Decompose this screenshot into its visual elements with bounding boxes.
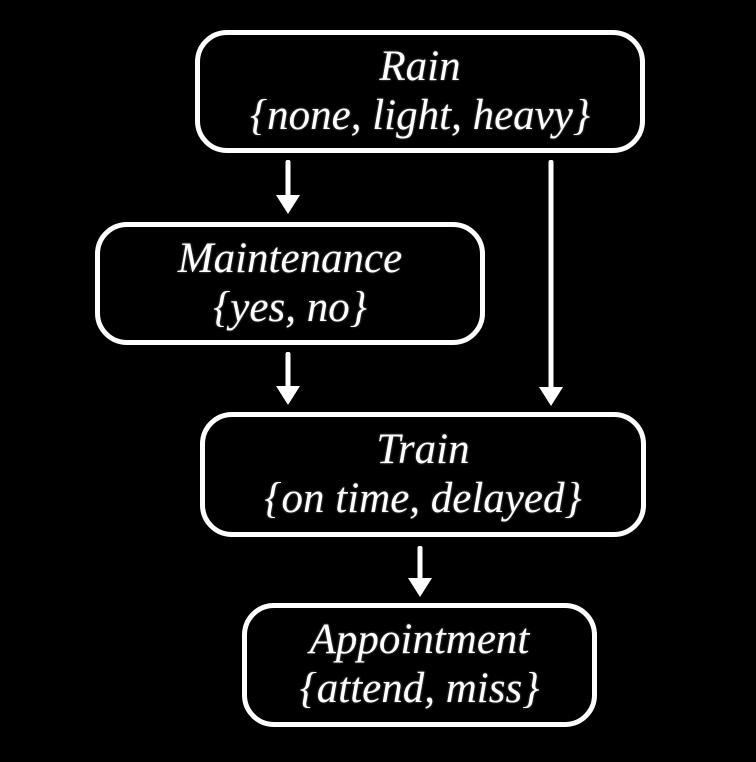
- edge-train-to-appointment-arrow: [408, 546, 432, 597]
- node-appointment: Appointment {attend, miss}: [242, 603, 597, 727]
- node-appointment-label: Appointment: [309, 616, 530, 664]
- edge-maintenance-to-train-arrow: [276, 352, 300, 405]
- node-rain: Rain {none, light, heavy}: [195, 30, 645, 153]
- node-train: Train {on time, delayed}: [200, 412, 646, 537]
- arrow-shaft: [548, 160, 554, 389]
- arrow-head-icon: [539, 387, 563, 406]
- node-appointment-domain: {attend, miss}: [299, 665, 540, 712]
- node-maintenance-label: Maintenance: [177, 234, 403, 282]
- arrow-head-icon: [276, 386, 300, 405]
- edge-rain-to-maintenance-arrow: [276, 160, 300, 214]
- edge-rain-to-train-arrow: [539, 160, 563, 406]
- arrow-head-icon: [276, 195, 300, 214]
- node-rain-domain: {none, light, heavy}: [249, 91, 591, 139]
- arrow-shaft: [285, 160, 291, 197]
- node-rain-label: Rain: [379, 42, 461, 90]
- node-maintenance-domain: {yes, no}: [213, 283, 367, 331]
- node-train-domain: {on time, delayed}: [264, 474, 582, 522]
- arrow-shaft: [285, 352, 291, 388]
- node-maintenance: Maintenance {yes, no}: [95, 222, 485, 345]
- arrow-shaft: [417, 546, 423, 580]
- node-train-label: Train: [376, 425, 470, 473]
- arrow-head-icon: [408, 578, 432, 597]
